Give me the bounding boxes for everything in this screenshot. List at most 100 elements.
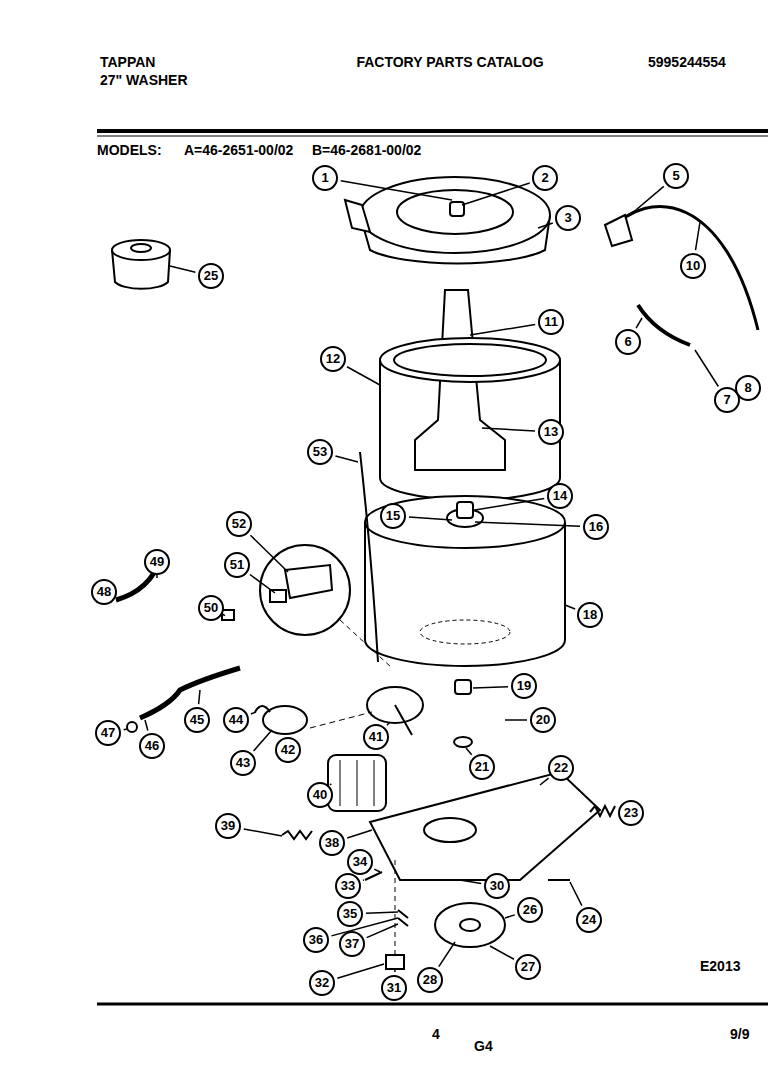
callout-number: 26 bbox=[517, 897, 543, 923]
callout-number: 47 bbox=[95, 720, 121, 746]
leader-line bbox=[505, 915, 515, 918]
leader-line bbox=[363, 879, 364, 881]
leader-line bbox=[330, 784, 331, 785]
washer-top-spout bbox=[345, 200, 370, 232]
leader-line bbox=[615, 807, 617, 809]
callout-number: 25 bbox=[198, 263, 224, 289]
washer-top-opening bbox=[397, 190, 513, 234]
leader-line bbox=[341, 181, 452, 200]
callout-number: 46 bbox=[139, 733, 165, 759]
title: FACTORY PARTS CATALOG bbox=[356, 54, 543, 70]
leader-line bbox=[222, 614, 225, 616]
callout-number: 5 bbox=[663, 163, 689, 189]
base-plate bbox=[370, 772, 600, 880]
part-25 bbox=[131, 244, 151, 252]
leader-line bbox=[244, 829, 282, 836]
leader-line bbox=[570, 882, 582, 906]
leader-line bbox=[490, 946, 514, 959]
callout-number: 8 bbox=[735, 375, 761, 401]
leader-line bbox=[505, 719, 527, 721]
callout-number: 44 bbox=[223, 707, 249, 733]
guide-line bbox=[310, 712, 372, 728]
leader-line bbox=[460, 880, 481, 883]
callout-number: 34 bbox=[347, 849, 373, 875]
callout-number: 12 bbox=[320, 346, 346, 372]
pump-outlet bbox=[395, 705, 412, 735]
bolt bbox=[548, 879, 570, 881]
header-text: MODELS: bbox=[97, 142, 162, 158]
callout-number: 39 bbox=[215, 813, 241, 839]
callout-number: 23 bbox=[618, 800, 644, 826]
leader-line bbox=[394, 970, 396, 972]
callout-number: 51 bbox=[224, 552, 250, 578]
leader-line bbox=[347, 830, 372, 838]
leader-line bbox=[367, 924, 398, 938]
header-text: E2013 bbox=[700, 958, 740, 974]
motor-fin bbox=[357, 760, 358, 806]
pulley bbox=[435, 903, 505, 947]
leader-line bbox=[538, 223, 553, 228]
motor bbox=[328, 755, 386, 811]
washer-ring bbox=[454, 737, 472, 747]
leader-line bbox=[254, 730, 272, 751]
bolt bbox=[365, 872, 408, 926]
leader-line bbox=[475, 499, 544, 510]
header-text: 5995244554 bbox=[648, 54, 726, 70]
callout-number: 11 bbox=[538, 309, 564, 335]
leader-line bbox=[335, 456, 358, 462]
leader-line bbox=[409, 517, 452, 520]
callout-number: 3 bbox=[555, 205, 581, 231]
agitator-cap bbox=[450, 202, 464, 216]
clip bbox=[255, 706, 270, 712]
hose-fitting bbox=[605, 215, 632, 246]
header-text: 9/9 bbox=[730, 1026, 749, 1042]
clamp bbox=[222, 610, 234, 620]
callout-number: 50 bbox=[198, 595, 224, 621]
motor-fin bbox=[374, 760, 375, 806]
rule-line bbox=[97, 1003, 768, 1006]
bracket-detail bbox=[285, 565, 332, 598]
leader-line bbox=[170, 266, 195, 272]
part-19 bbox=[455, 680, 471, 694]
callout-number: 14 bbox=[547, 483, 573, 509]
leader-line bbox=[439, 942, 455, 967]
air-tube bbox=[360, 452, 378, 662]
basket-rim bbox=[380, 338, 560, 382]
leader-line bbox=[540, 778, 549, 785]
leader-line bbox=[387, 722, 390, 725]
leader-line bbox=[630, 186, 664, 215]
leader-line bbox=[466, 748, 472, 755]
leader-line bbox=[696, 222, 700, 250]
leader-line bbox=[250, 574, 275, 593]
leader-line bbox=[251, 712, 256, 714]
callout-number: 52 bbox=[226, 511, 252, 537]
header-text: 4 bbox=[432, 1026, 440, 1042]
leader-line bbox=[116, 599, 118, 601]
callout-number: 31 bbox=[381, 975, 407, 1001]
callout-number: 38 bbox=[319, 830, 345, 856]
callout-number: 15 bbox=[380, 503, 406, 529]
leader-line bbox=[156, 575, 158, 578]
leader-line bbox=[337, 964, 384, 978]
callout-number: 36 bbox=[303, 927, 329, 953]
tub-seal bbox=[457, 502, 473, 518]
callout-number: 28 bbox=[417, 967, 443, 993]
motor-fin bbox=[340, 760, 341, 806]
spring bbox=[590, 806, 615, 816]
callout-number: 30 bbox=[484, 873, 510, 899]
leader-line bbox=[482, 428, 535, 431]
clamp bbox=[127, 722, 137, 732]
callout-number: 27 bbox=[515, 954, 541, 980]
fill-hose bbox=[608, 206, 758, 330]
tub-bottom bbox=[420, 620, 510, 644]
callout-number: 43 bbox=[230, 750, 256, 776]
spring bbox=[282, 831, 312, 839]
callout-number: 32 bbox=[309, 970, 335, 996]
callout-number: 20 bbox=[530, 707, 556, 733]
guide-line bbox=[395, 860, 396, 960]
header-text: B=46-2681-00/02 bbox=[312, 142, 421, 158]
leader-line bbox=[565, 605, 575, 609]
callout-number: 37 bbox=[339, 931, 365, 957]
rule-line bbox=[97, 136, 768, 137]
